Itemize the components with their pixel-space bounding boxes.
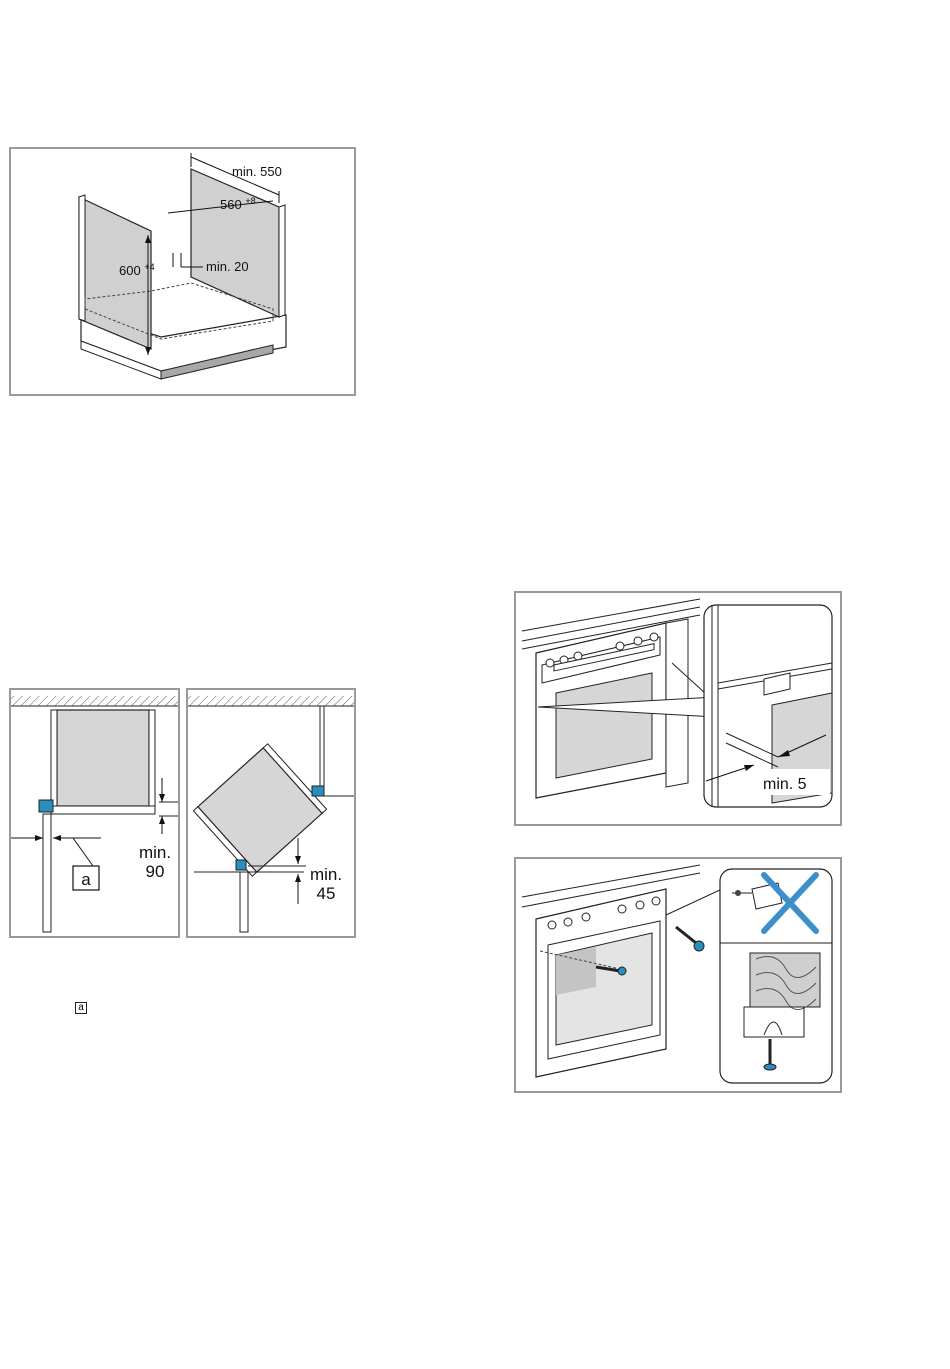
- dim-gap-label: min. 20: [206, 259, 249, 274]
- gap-dim-label: min. 5: [763, 776, 807, 793]
- oven-screw-illustration: [516, 859, 842, 1093]
- dim-width-tolerance: +8: [245, 196, 255, 206]
- dim-height-tolerance: +4: [144, 262, 154, 272]
- hinge-right-dim-line2: 45: [317, 884, 336, 903]
- dim-width-value: 560: [220, 197, 242, 212]
- hinge-right-illustration: min. 45: [188, 690, 356, 938]
- hinge-left-dim-line2: 90: [146, 862, 165, 881]
- legend-marker-a: a: [75, 1002, 87, 1014]
- dim-depth-label: min. 550: [232, 164, 282, 179]
- screw-outside-icon: [676, 927, 696, 943]
- hinge-left-dim-line1: min.: [139, 843, 171, 862]
- hinge-left-marker: a: [81, 870, 91, 889]
- hinge-right-dim-line1: min.: [310, 865, 342, 884]
- figure-oven-gap: min. 5: [514, 591, 842, 826]
- figure-oven-screw: [514, 857, 842, 1093]
- figure-hinge-right: min. 45: [186, 688, 356, 938]
- oven-gap-illustration: min. 5: [516, 593, 842, 826]
- cabinet-illustration: min. 550 560 +8 600 +4 min. 20: [11, 149, 356, 396]
- figure-cabinet-dimensions: min. 550 560 +8 600 +4 min. 20: [9, 147, 356, 396]
- hinge-left-illustration: a min. 90: [11, 690, 180, 938]
- dim-height-value: 600: [119, 263, 141, 278]
- figure-hinge-left: a min. 90: [9, 688, 180, 938]
